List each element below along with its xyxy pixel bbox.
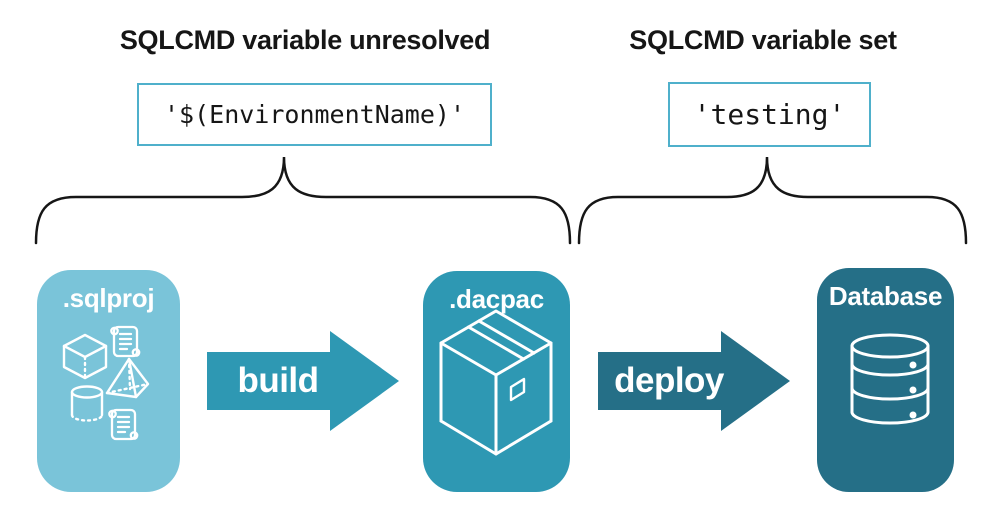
curly-brace-left	[34, 156, 572, 245]
code-box-testing-value: 'testing'	[668, 82, 871, 147]
scroll-icon	[110, 325, 141, 358]
pyramid-icon	[105, 357, 150, 399]
stage-sqlproj-label: .sqlproj	[62, 283, 155, 313]
heading-sqlcmd-unresolved: SQLCMD variable unresolved	[119, 25, 491, 55]
sql-objects-icon-group	[62, 325, 150, 441]
scroll-icon	[108, 408, 139, 441]
deploy-arrow-label: deploy	[614, 361, 724, 400]
code-testing-value: 'testing'	[693, 98, 846, 131]
stage-database: Database	[817, 268, 954, 492]
cylinder-icon	[70, 385, 104, 422]
stage-dacpac: .dacpac	[423, 271, 570, 492]
stage-database-label: Database	[828, 281, 943, 311]
cube-icon	[62, 333, 108, 380]
stage-sqlproj: .sqlproj	[37, 270, 180, 492]
code-environment-variable: '$(EnvironmentName)'	[163, 100, 466, 129]
curly-brace-right	[577, 156, 968, 245]
stage-dacpac-label: .dacpac	[449, 284, 544, 314]
database-cylinder-icon	[850, 333, 930, 425]
package-box-icon	[439, 309, 553, 456]
heading-sqlcmd-set: SQLCMD variable set	[629, 25, 897, 55]
code-box-environment-variable: '$(EnvironmentName)'	[137, 83, 492, 146]
build-arrow-label: build	[237, 361, 319, 400]
